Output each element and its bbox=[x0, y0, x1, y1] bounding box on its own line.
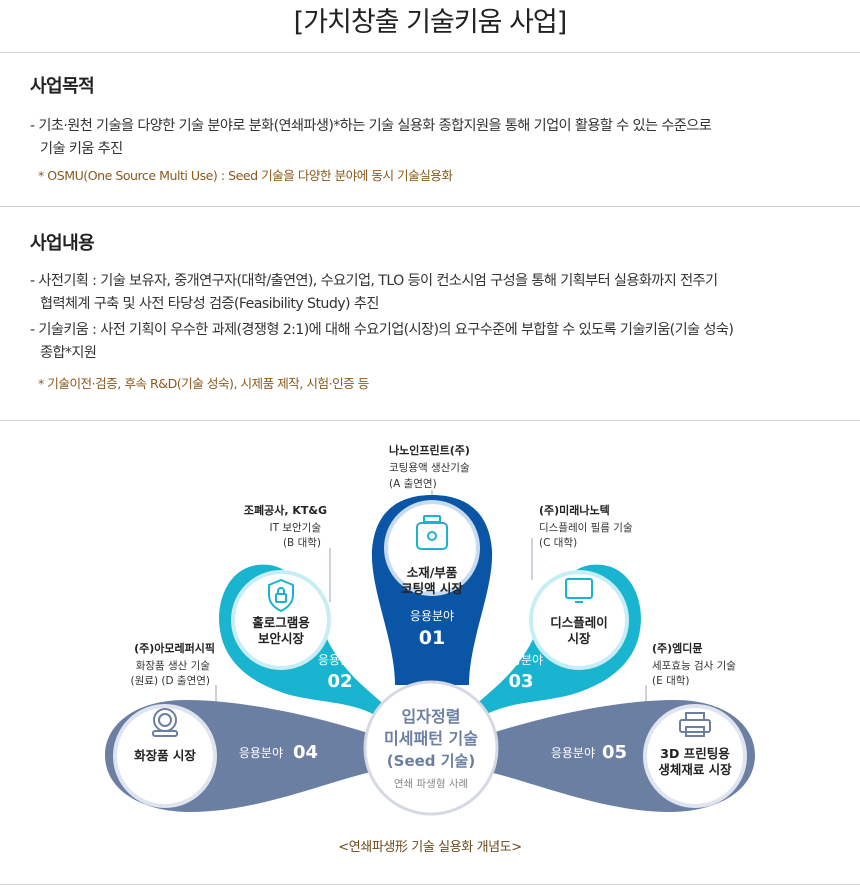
printer-icon bbox=[679, 712, 711, 737]
divider bbox=[0, 420, 860, 421]
field-05-number: 05 bbox=[602, 742, 627, 763]
field-01-label: 응용분야 bbox=[410, 609, 454, 623]
field-03-market-line1: 디스플레이 bbox=[550, 615, 608, 630]
seed-center-circle bbox=[363, 680, 499, 816]
page-title: [가치창출 기술키움 사업] bbox=[293, 7, 568, 38]
field-03-number: 03 bbox=[508, 671, 533, 692]
field-02-number: 02 bbox=[327, 671, 352, 692]
diagram-caption: <연쇄파생形 기술 실용화 개념도> bbox=[338, 840, 522, 855]
field-04-company: (주)아모레퍼시픽 bbox=[134, 641, 215, 655]
field-03-market-line2: 시장 bbox=[567, 631, 591, 646]
field-01-market-line1: 소재/부품 bbox=[407, 565, 458, 580]
content-bullet1-line2: 협력체계 구축 및 사전 타당성 검증(Feasibility Study) 추… bbox=[40, 296, 379, 312]
content-bullet2-line2: 종합*지원 bbox=[40, 345, 97, 361]
field-04-label: 응용분야 bbox=[239, 746, 283, 760]
field-04-org: (원료) (D 출연연) bbox=[131, 675, 210, 687]
divider bbox=[0, 52, 860, 53]
purpose-bullet-line1: - 기초·원천 기술을 다양한 기술 분야로 분화(연쇄파생)*하는 기술 실용… bbox=[30, 118, 712, 134]
content-bullet1-line1: - 사전기획 : 기술 보유자, 중개연구자(대학/출연연), 수요기업, TL… bbox=[30, 273, 718, 289]
divider bbox=[0, 884, 860, 885]
field-02-label: 응용분야 bbox=[318, 653, 362, 667]
field-05-company: (주)엠디뮨 bbox=[652, 641, 703, 655]
field-03-label: 응용분야 bbox=[499, 653, 543, 667]
bottle-icon bbox=[416, 515, 448, 550]
market-circle-05 bbox=[643, 704, 747, 808]
seed-subtitle: 연쇄 파생형 사례 bbox=[394, 778, 468, 790]
field-01-company: 나노인프린트(주) bbox=[389, 443, 470, 457]
field-03-company: (주)미래나노텍 bbox=[539, 503, 610, 517]
compact-icon bbox=[152, 708, 178, 737]
field-01-tech: 코팅용액 생산기술 bbox=[389, 462, 470, 474]
diagram-svg bbox=[105, 490, 755, 816]
field-02-market-line2: 보안시장 bbox=[258, 631, 305, 646]
shield-icon bbox=[268, 578, 294, 613]
field-04-market-line1: 화장품 시장 bbox=[134, 748, 196, 763]
field-02-company: 조폐공사, KT&G bbox=[244, 503, 327, 517]
field-03-org: (C 대학) bbox=[539, 537, 577, 549]
field-01-number: 01 bbox=[419, 627, 445, 649]
seed-title-line3: (Seed 기술) bbox=[387, 752, 475, 770]
field-02-tech: IT 보안기술 bbox=[270, 522, 322, 534]
purpose-bullet: - 기초·원천 기술을 다양한 기술 분야로 분화(연쇄파생)*하는 기술 실용… bbox=[30, 115, 712, 161]
section-title-content: 사업내용 bbox=[30, 233, 95, 254]
concept-diagram: 소재/부품 코팅액 시장 응용분야 01 나노인프린트(주) 코팅용액 생산기술… bbox=[0, 430, 860, 890]
field-05-label: 응용분야 bbox=[551, 746, 595, 760]
seed-title-line1: 입자정렬 bbox=[402, 707, 461, 726]
seed-title-line2: 미세패턴 기술 bbox=[384, 729, 478, 748]
purpose-note: * OSMU(One Source Multi Use) : Seed 기술을 … bbox=[38, 168, 453, 183]
field-05-market-line1: 3D 프린팅용 bbox=[660, 746, 730, 761]
section-title-purpose: 사업목적 bbox=[30, 76, 95, 97]
content-note: * 기술이전·검증, 후속 R&D(기술 성숙), 시제품 제작, 시험·인증 … bbox=[38, 376, 369, 391]
field-04-number: 04 bbox=[293, 742, 318, 763]
field-02-market-line1: 홀로그램용 bbox=[252, 615, 310, 630]
market-circle-04 bbox=[113, 704, 217, 808]
field-05-tech: 세포효능 검사 기술 bbox=[652, 660, 736, 672]
content-bullet2-line1: - 기술키움 : 사전 기획이 우수한 과제(경쟁형 2:1)에 대해 수요기업… bbox=[30, 322, 734, 338]
market-circle-02 bbox=[231, 570, 331, 670]
field-05-market-line2: 생체재료 시장 bbox=[658, 762, 732, 777]
field-01-market-line2: 코팅액 시장 bbox=[401, 581, 463, 596]
purpose-bullet-line2: 기술 키움 추진 bbox=[40, 141, 123, 157]
field-03-tech: 디스플레이 필름 기술 bbox=[539, 522, 633, 534]
divider bbox=[0, 206, 860, 207]
content-bullet-1: - 사전기획 : 기술 보유자, 중개연구자(대학/출연연), 수요기업, TL… bbox=[30, 270, 718, 316]
display-icon bbox=[565, 578, 593, 603]
field-02-org: (B 대학) bbox=[283, 537, 321, 549]
content-bullet-2: - 기술키움 : 사전 기획이 우수한 과제(경쟁형 2:1)에 대해 수요기업… bbox=[30, 319, 734, 365]
field-05-org: (E 대학) bbox=[652, 675, 690, 687]
field-04-tech: 화장품 생산 기술 bbox=[136, 660, 211, 672]
field-01-org: (A 출연연) bbox=[389, 478, 437, 490]
diagram-text-layer: 소재/부품 코팅액 시장 응용분야 01 나노인프린트(주) 코팅용액 생산기술… bbox=[131, 443, 737, 790]
market-circle-03 bbox=[529, 570, 629, 670]
